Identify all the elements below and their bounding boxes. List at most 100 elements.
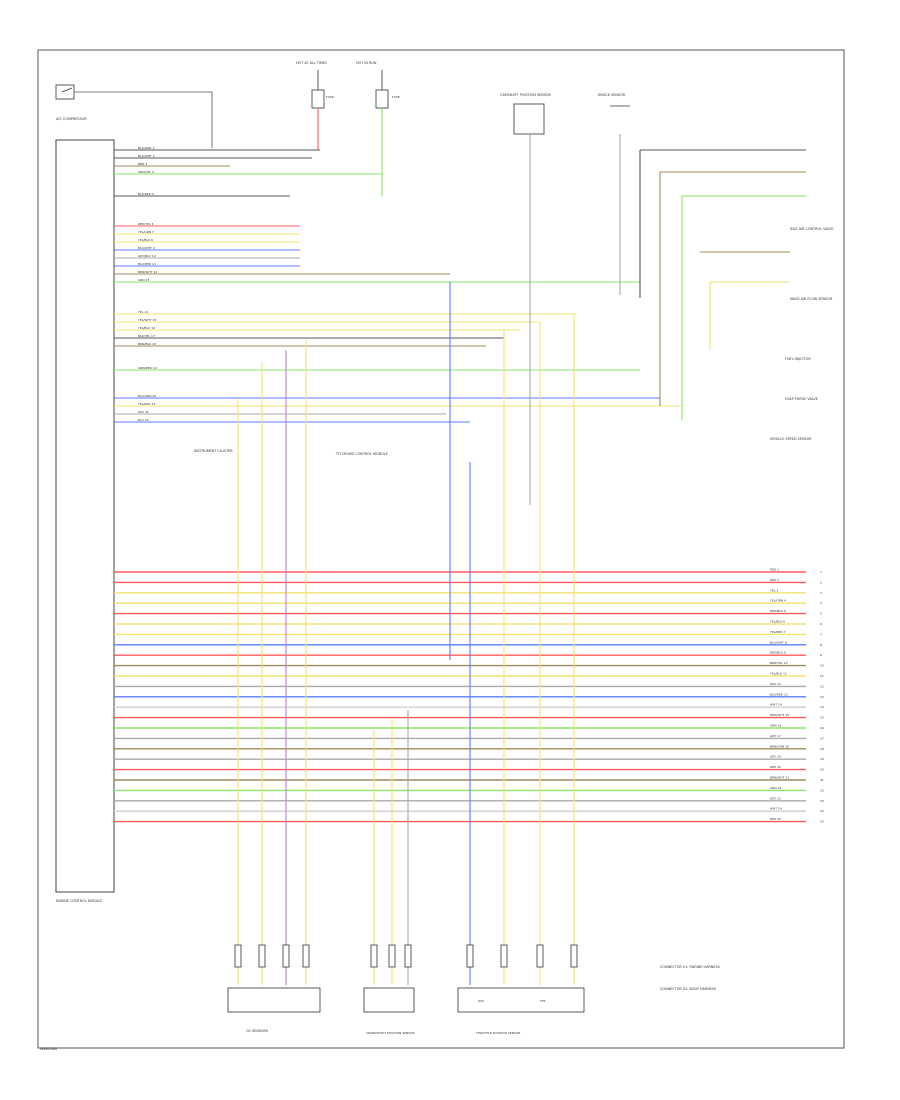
right-pin-number: 24: [820, 809, 824, 813]
right-wire-group: [114, 571, 806, 823]
connector-pin: [570, 944, 578, 968]
connector-pin: [466, 944, 474, 968]
left-wire-label: GRY/BLU 10: [138, 254, 156, 258]
left-wire-label: BLK/WHT 2: [138, 154, 155, 158]
left-wire-label: BLU/GRN 20: [138, 394, 156, 398]
right-wire-label: RED/WHT 15: [770, 713, 789, 717]
right-wire-label: RED 1: [770, 568, 779, 572]
right-pin-number: 6: [820, 622, 822, 626]
right-pin-number: 13: [820, 695, 824, 699]
fuse-right-label: FUSE: [392, 95, 400, 99]
right-devices: IDLE AIR CONTROL VALVE MASS AIR FLOW SEN…: [770, 227, 834, 441]
right-pin-number: 5: [820, 612, 822, 616]
right-pin-number: 18: [820, 747, 824, 751]
connector-pin: [500, 944, 508, 968]
right-pin-number: 9: [820, 653, 822, 657]
ac-compressor-switch: A/C COMPRESSOR: [55, 84, 213, 148]
right-wire-label: GRY 23: [770, 796, 781, 800]
right-wire-label: BRN/WHT 21: [770, 776, 789, 780]
camshaft-position-sensor: CAMSHAFT POSITION SENSOR: [500, 93, 552, 135]
diagram-frame: [37, 49, 845, 1049]
right-wire-label: BLU/RED 13: [770, 692, 788, 696]
left-wire-label: YEL/GRN 7: [138, 230, 154, 234]
hot-at-all-times-label: HOT AT ALL TIMES: [296, 61, 327, 65]
right-wire-label: BRN/YEL 10: [770, 661, 788, 665]
knock-sensor-label: KNOCK SENSOR: [598, 93, 626, 97]
right-wire-label: GRY 19: [770, 755, 781, 759]
right-pin-number: 21: [820, 778, 824, 782]
right-device-4: EVAP PURGE VALVE: [785, 397, 818, 401]
legend-item-1: CONNECTOR X1: ENGINE HARNESS: [660, 965, 720, 969]
right-pin-number: 3: [820, 591, 822, 595]
ac-compressor-label: A/C COMPRESSOR: [56, 117, 87, 121]
crankshaft-sensor-label: CRANKSHAFT POSITION SENSOR: [366, 1031, 415, 1035]
right-pin-number: 11: [820, 674, 824, 678]
tach-note: INSTRUMENT CLUSTER: [194, 449, 233, 453]
right-pin-number: 2: [820, 580, 822, 584]
connector-pin: [370, 944, 378, 968]
right-wire-label: GRY 12: [770, 682, 781, 686]
right-pin-number: 16: [820, 726, 824, 730]
right-pin-number: 10: [820, 664, 824, 668]
camshaft-sensor-label: CAMSHAFT POSITION SENSOR: [500, 93, 552, 97]
left-wire-label: BLU 23: [138, 418, 149, 422]
right-wire-label: RED 20: [770, 765, 781, 769]
left-wire-label: YEL 14: [138, 310, 148, 314]
connector-pin: [282, 944, 290, 968]
right-device-1: IDLE AIR CONTROL VALVE: [790, 227, 834, 231]
right-device-2: MASS AIR FLOW SENSOR: [790, 297, 833, 301]
left-wire-label: BRN/WHT 12: [138, 270, 157, 274]
ic-label-tps: TPS: [539, 999, 546, 1003]
right-pin-number: 8: [820, 643, 822, 647]
right-pin-number: 20: [820, 768, 824, 772]
vertical-wire-group: [234, 108, 806, 985]
right-pin-number: 22: [820, 788, 824, 792]
right-pin-number: 19: [820, 757, 824, 761]
connector-pin: [258, 944, 266, 968]
o2-sensors-connector: O2 SENSORS: [227, 987, 321, 1033]
right-wire-label: RED/BLU 9: [770, 651, 786, 655]
left-wire-group: [114, 149, 680, 423]
right-wire-label: GRN 22: [770, 786, 782, 790]
throttle-sensor-label: THROTTLE POSITION SENSOR: [475, 1031, 520, 1035]
right-wire-label: BRN/GRN 18: [770, 744, 789, 748]
left-wire-label: BLU/WHT 9: [138, 246, 155, 250]
left-wire-label: GRN/RED 19: [138, 366, 157, 370]
fuse-right: HOT IN RUN FUSE: [356, 61, 400, 109]
o2-sensors-label: O2 SENSORS: [246, 1029, 268, 1033]
left-wire-label: BRN/BLK 18: [138, 342, 156, 346]
right-device-3: FUEL INJECTOR: [785, 357, 811, 361]
right-pin-number: 23: [820, 799, 824, 803]
right-pin-number: 25: [820, 820, 824, 824]
ecm-body: [55, 139, 115, 893]
left-wire-label: BLK/YEL 17: [138, 334, 155, 338]
connector-pin: [536, 944, 544, 968]
left-wire-label: YEL/BLK 8: [138, 238, 153, 242]
legend: CONNECTOR X1: ENGINE HARNESS CONNECTOR X…: [660, 965, 720, 991]
cruise-note: TO CRUISE CONTROL MODULE: [335, 452, 388, 456]
right-wire-label: GRN 16: [770, 724, 782, 728]
right-wire-label: YEL/BLK 11: [770, 672, 787, 676]
right-wire-label: BLU/WHT 8: [770, 640, 787, 644]
knock-sensor: KNOCK SENSOR: [598, 93, 630, 107]
left-wire-label: YEL/BLU 16: [138, 326, 155, 330]
fuse-left-label: FUSE: [326, 95, 334, 99]
right-wire-label: YEL/GRN 4: [770, 599, 786, 603]
right-wire-label: RED 25: [770, 817, 781, 821]
connector-pin: [404, 944, 412, 968]
right-pin-number: 1: [820, 570, 822, 574]
left-wire-label: YEL/WHT 15: [138, 318, 156, 322]
ecm-label: ENGINE CONTROL MODULE: [56, 899, 102, 903]
right-pin-number: 4: [820, 601, 822, 605]
right-pin-number: 7: [820, 632, 822, 636]
diagram-id: W8805NA: [40, 1047, 58, 1051]
left-wire-label: BLK/GRN 1: [138, 146, 154, 150]
crankshaft-sensor-connector: CRANKSHAFT POSITION SENSOR: [363, 987, 415, 1035]
left-wire-label: GRN 13: [138, 278, 150, 282]
right-wire-label: RED 2: [770, 578, 779, 582]
left-wire-label: GRN/YEL 4: [138, 170, 154, 174]
right-wire-label: RED/BLK 5: [770, 609, 786, 613]
